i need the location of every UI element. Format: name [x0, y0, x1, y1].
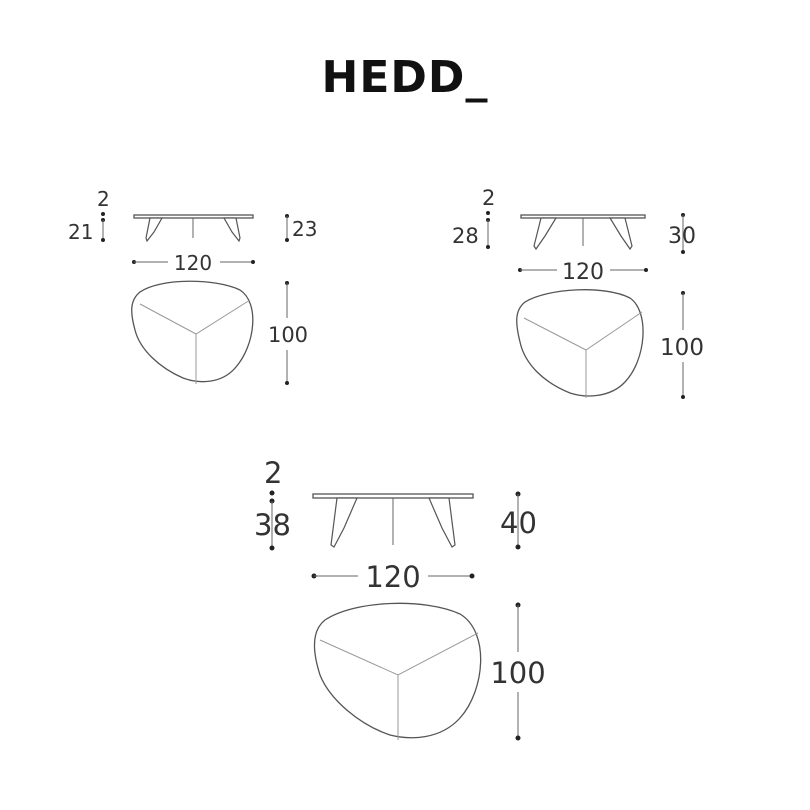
table-large-plan-view	[313, 602, 482, 740]
table-small-total-height: 23	[292, 217, 317, 241]
table-large-height: 38	[254, 508, 291, 542]
table-large-drawing: 2 38 40 120 100	[254, 456, 546, 741]
left-leg	[533, 217, 558, 251]
right-leg	[608, 217, 633, 251]
table-top-edge	[520, 214, 646, 219]
table-medium-depth: 100	[660, 335, 704, 361]
table-small-drawing: 2 21 23 120 100	[68, 187, 317, 385]
table-medium-width: 120	[562, 260, 604, 285]
table-large-depth: 100	[490, 656, 545, 690]
table-small-plan-view	[131, 280, 254, 384]
table-medium-top-thickness: 2	[482, 186, 495, 210]
table-small-width: 120	[174, 251, 212, 275]
table-small-height: 21	[68, 220, 93, 244]
table-medium-height: 28	[452, 224, 479, 248]
table-medium-total-height: 30	[668, 224, 696, 249]
left-leg	[145, 217, 164, 243]
table-small-depth: 100	[268, 323, 308, 347]
table-small-top-thickness: 2	[97, 187, 110, 211]
table-medium-side-view	[520, 214, 646, 251]
table-large-top-thickness: 2	[264, 456, 282, 490]
right-leg	[428, 497, 456, 548]
table-large-width: 120	[365, 560, 420, 594]
left-leg	[330, 497, 358, 548]
table-large-side-view	[312, 493, 474, 548]
table-medium-plan-view	[516, 289, 644, 398]
table-large-total-height: 40	[500, 506, 537, 540]
right-leg	[222, 217, 241, 243]
product-title: HEDD_	[321, 52, 489, 103]
table-small-side-view	[133, 214, 254, 243]
table-medium-drawing: 2 28 30 120 100	[452, 186, 704, 399]
